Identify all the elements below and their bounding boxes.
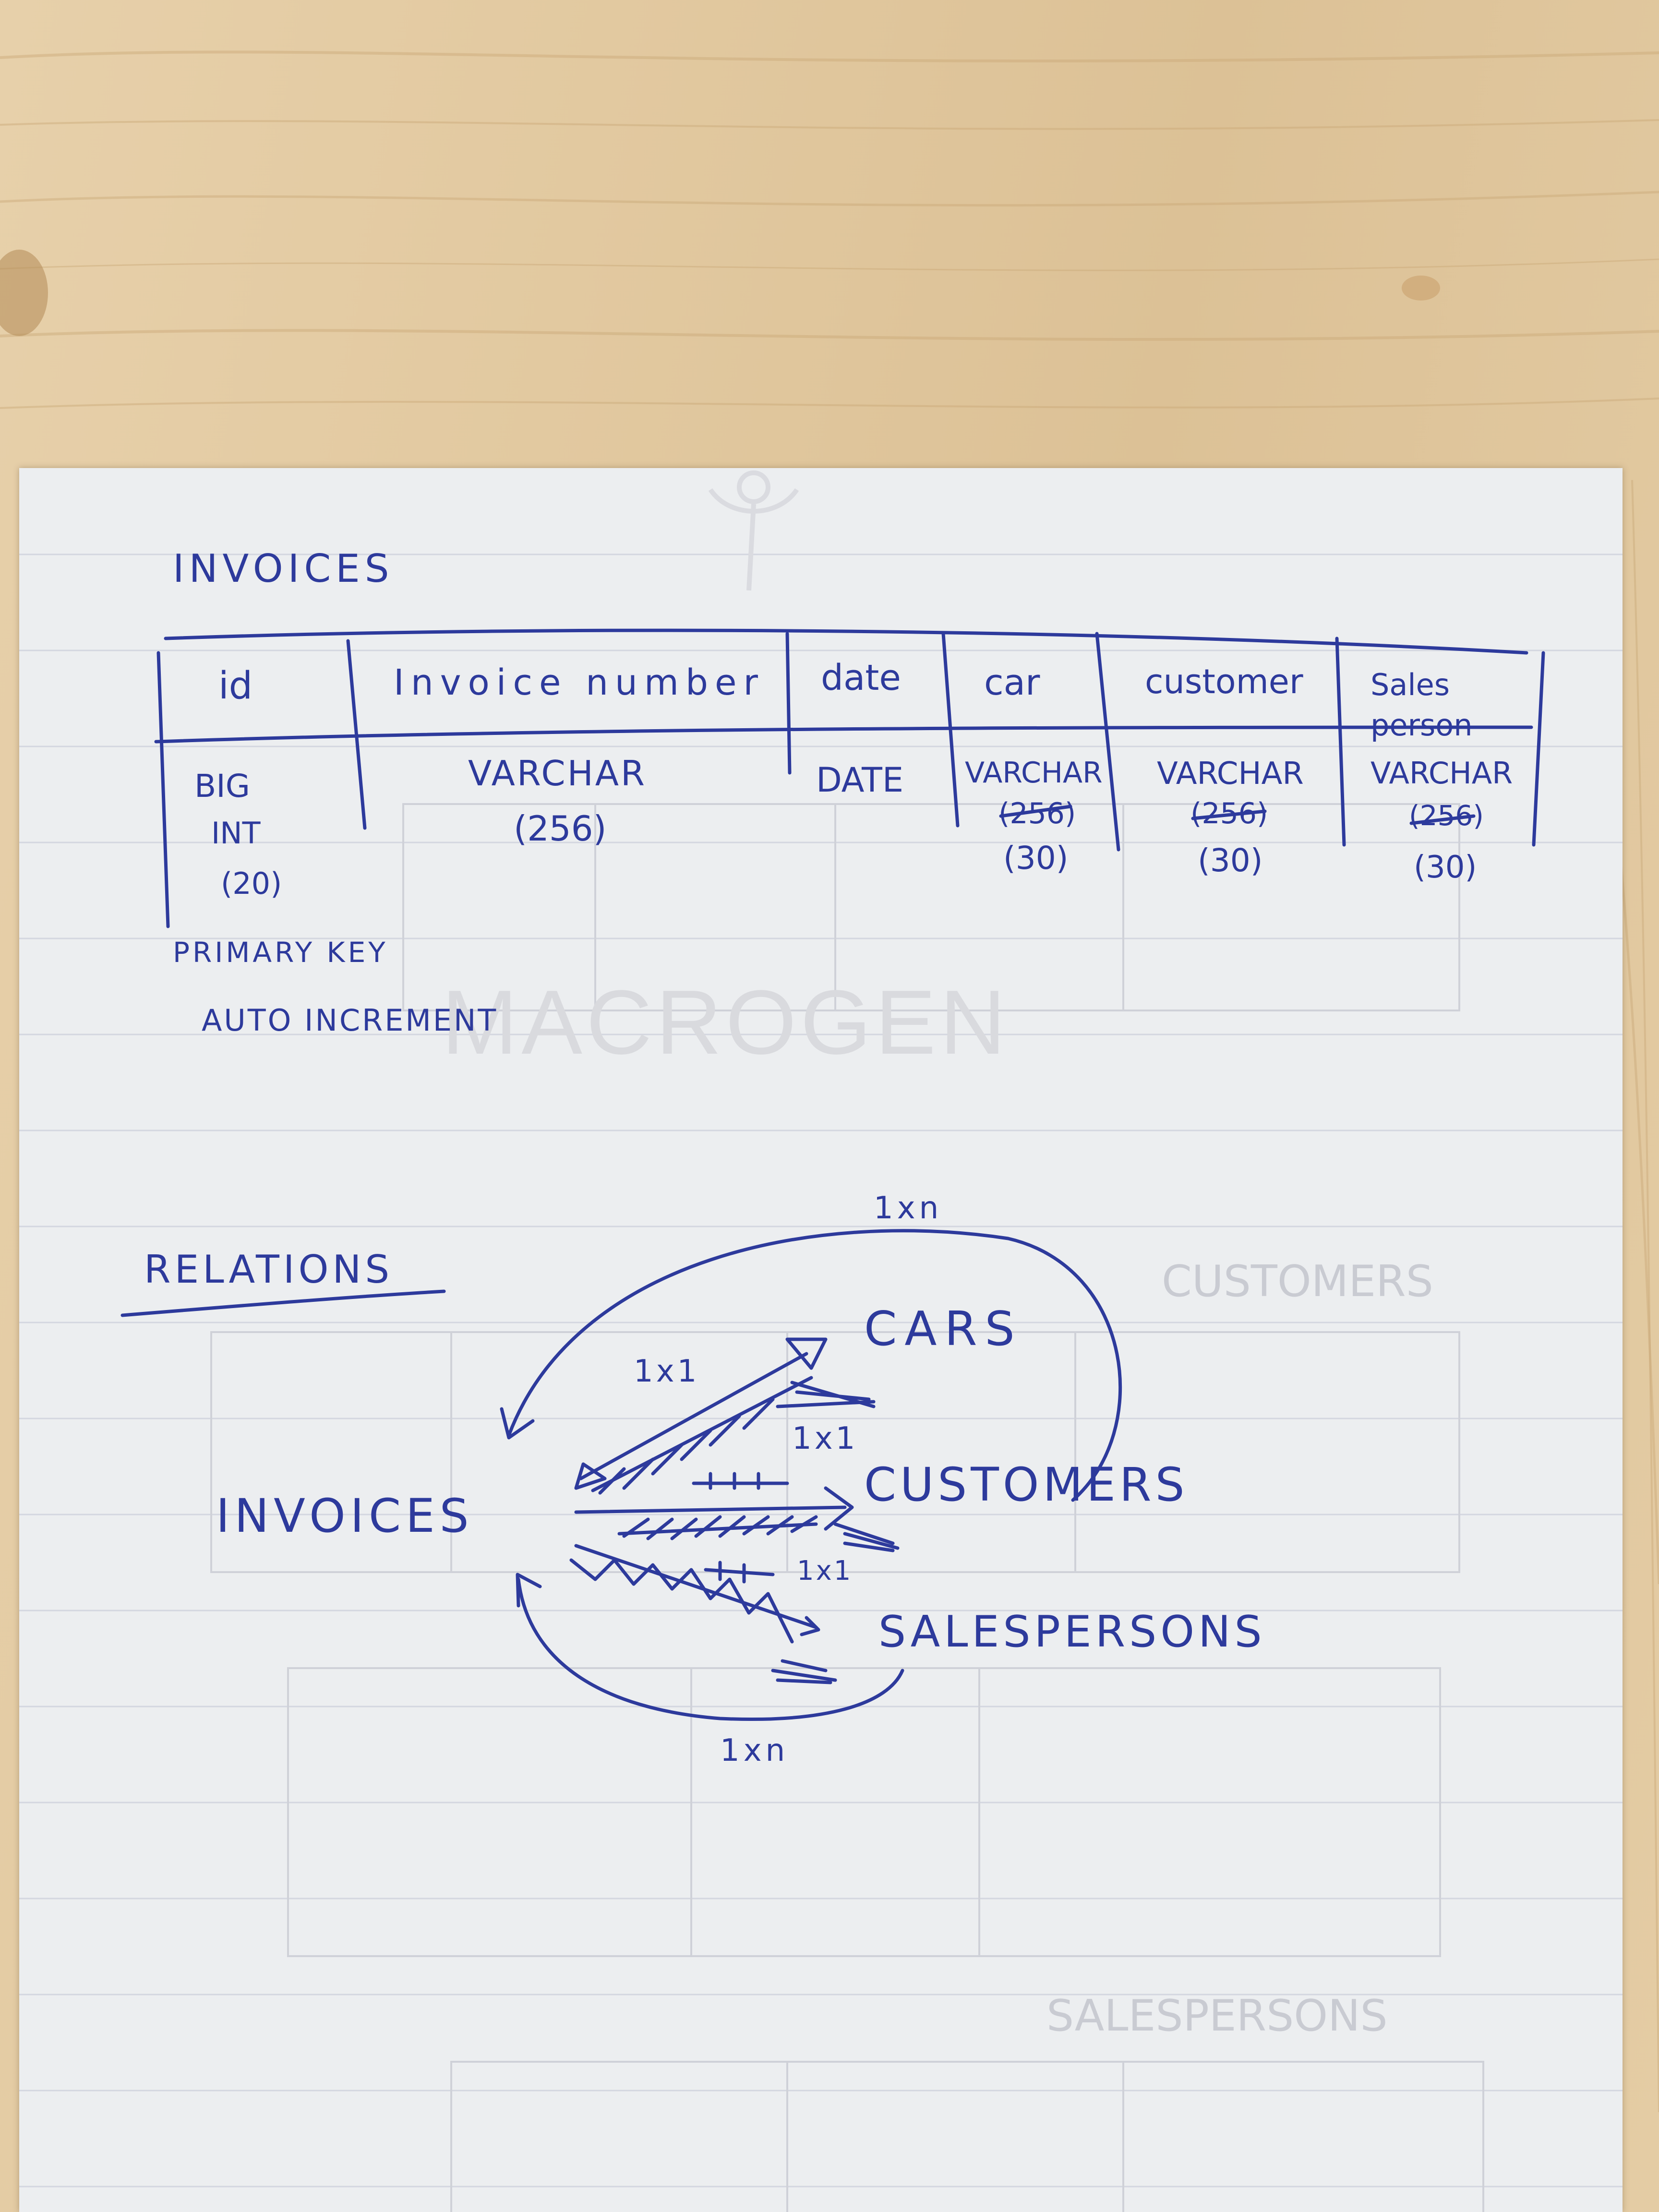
column-header-customer: customer [1145, 662, 1303, 701]
relation-target-salespersons: SALESPERSONS [878, 1607, 1266, 1657]
scribble-block [790, 1381, 876, 1408]
note-auto-increment: AUTO INCREMENT [202, 1003, 498, 1038]
relation-loop-cars [507, 1229, 1122, 1502]
table-top-border [164, 628, 1528, 655]
show-through-heading: CUSTOMERS [1162, 1256, 1433, 1307]
strikethrough [999, 805, 1072, 818]
relations-title: RELATIONS [144, 1247, 394, 1292]
type-car-old-size: (256) [998, 797, 1076, 830]
type-id-int: INT [211, 816, 261, 851]
type-sales-person-varchar: VARCHAR [1370, 756, 1513, 791]
relation-label-salespersons-1xn: 1xn [720, 1733, 789, 1768]
arrow-double-line [617, 1522, 818, 1536]
type-invoice-number-varchar: VARCHAR [468, 753, 647, 793]
scribble [598, 1397, 876, 1495]
column-header-invoice-number: Invoice number [394, 662, 765, 703]
relation-label-cars-1x1: 1x1 [634, 1354, 700, 1389]
column-header-id: id [218, 664, 253, 708]
relation-loop-arrowhead [500, 1407, 535, 1440]
column-divider [941, 632, 960, 828]
column-header-sales-person: Sales person [1370, 667, 1473, 743]
column-header-car: car [984, 662, 1040, 703]
arrowhead-customers [824, 1486, 854, 1531]
table-right-border [1532, 651, 1545, 847]
type-date: DATE [816, 760, 904, 800]
column-divider [1335, 637, 1346, 847]
column-divider [1095, 632, 1120, 852]
relation-loop-arrowhead [516, 1573, 542, 1608]
type-sales-person-old-size: (256) [1409, 799, 1484, 832]
arrow-double-line [591, 1376, 813, 1492]
table-left-border [156, 651, 170, 928]
scribble [704, 1561, 775, 1584]
relation-label-customers-1x1: 1x1 [792, 1421, 858, 1456]
scribble [622, 1515, 818, 1540]
type-customer-varchar: VARCHAR [1157, 756, 1304, 792]
table-header-divider [154, 725, 1533, 744]
strikethrough [1191, 809, 1267, 820]
arrow-invoices-salespersons [574, 1544, 818, 1629]
column-divider [346, 639, 367, 830]
invoices-table-title: INVOICES [173, 546, 394, 591]
relation-label-cars-1xn: 1xn [874, 1190, 943, 1226]
scribble-block [771, 1659, 837, 1684]
arrow-invoices-cars [579, 1352, 808, 1480]
note-primary-key: PRIMARY KEY [173, 936, 388, 969]
show-through-heading: SALESPERSONS [1046, 1991, 1388, 2041]
column-header-date: date [821, 657, 901, 698]
macrogen-watermark: MACROGEN [442, 972, 1010, 1073]
type-customer-size: (30) [1198, 842, 1263, 879]
arrowhead-salespersons [800, 1616, 820, 1636]
relations-underline [120, 1289, 446, 1317]
type-id-size: (20) [221, 866, 282, 901]
scribble-block [833, 1522, 900, 1552]
relation-target-cars: CARS [864, 1302, 1022, 1357]
strikethrough [1409, 814, 1476, 825]
type-invoice-number-size: (256) [514, 808, 607, 849]
relation-source-invoices: INVOICES [216, 1489, 474, 1543]
relation-target-customers: CUSTOMERS [864, 1458, 1189, 1512]
relation-loop-salespersons [517, 1577, 904, 1721]
relation-label-salespersons-1x1: 1x1 [797, 1555, 853, 1587]
type-car-size: (30) [1003, 840, 1069, 877]
arrow-invoices-customers [574, 1505, 847, 1514]
arrowhead-start [574, 1462, 607, 1490]
type-id-big: BIG [194, 768, 250, 805]
type-car-varchar: VARCHAR [965, 756, 1103, 790]
type-sales-person-size: (30) [1414, 850, 1477, 885]
column-divider [785, 632, 792, 775]
scribble [692, 1472, 789, 1490]
type-customer-old-size: (256) [1190, 797, 1268, 830]
zigzag [569, 1558, 794, 1644]
arrowhead-cars [785, 1337, 828, 1370]
ruled-lines [19, 553, 1623, 2212]
